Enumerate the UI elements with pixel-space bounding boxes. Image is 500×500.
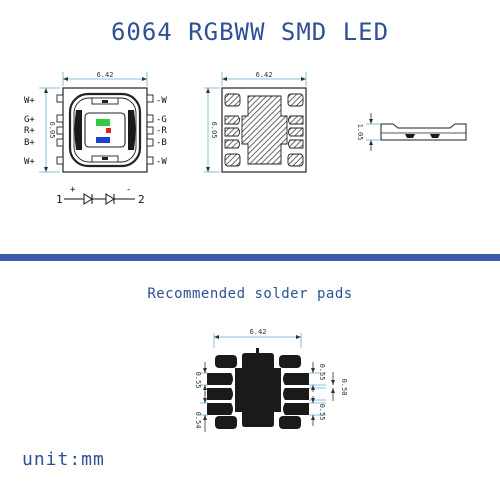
left-frame [74,110,82,150]
top-view-width-dimension: 6.42 [62,71,148,86]
bottom-view-right-pads [287,93,304,167]
pin-label-right-2: -G [156,115,167,125]
solder-left-dim-label: 0.55 [194,372,202,389]
solder-center-pad [235,348,281,427]
side-view: 1.05 [356,113,467,151]
bottom-view-width-label: 6.42 [256,71,273,79]
right-frame [128,110,136,150]
section-subtitle: Recommended solder pads [147,286,353,302]
bottom-view-height-dimension: 6.05 [204,87,220,173]
solder-right-pads [279,355,309,429]
solder-bottom-dimension: 0.54 [194,392,208,432]
solder-pad-layout: 6.42 0.55 [194,328,348,432]
bottom-view: 6.42 6.05 [204,71,307,173]
solder-left-dimension: 0.55 [194,362,208,396]
solder-right-pitch-label: 0.50 [340,379,348,396]
side-view-height-label: 1.05 [356,124,364,141]
polarity-plus: + [70,185,76,195]
solder-right-dimensions: 0.55 0.50 0.55 [309,362,348,426]
polarity-pin1: 1 [56,193,63,206]
green-chip [96,119,110,126]
pin-label-left-1: W+ [24,96,35,106]
top-view-pin-tabs [56,94,154,165]
unit-label: unit:mm [22,449,105,470]
top-view-width-label: 6.42 [97,71,114,79]
pin-label-left-4: B+ [24,138,35,148]
pin-label-left-3: R+ [24,126,35,136]
pin-label-right-1: -W [156,96,167,106]
top-view-left-pins: W+ G+ R+ B+ W+ [24,96,35,167]
top-view: 6.42 6.05 [24,71,167,173]
polarity-minus: - [126,185,131,195]
pin-label-left-5: W+ [24,157,35,167]
top-view-height-dimension: 6.05 [39,87,60,173]
pin-label-right-3: -R [156,126,167,136]
top-view-height-label: 6.05 [48,122,56,139]
solder-bottom-dim-label: 0.54 [194,412,202,429]
bottom-view-height-label: 6.05 [210,122,218,139]
solder-pad-width-label: 6.42 [250,328,267,336]
side-view-height-dimension: 1.05 [356,113,380,151]
red-chip [106,128,111,133]
pin-label-right-5: -W [156,157,167,167]
solder-left-pads [207,355,237,429]
side-view-body [380,123,467,141]
blue-chip [96,137,110,143]
bottom-view-width-dimension: 6.42 [221,71,307,86]
diode-icon [105,193,115,205]
solder-pad-width-dimension: 6.42 [213,328,302,348]
solder-right-dim-bottom-label: 0.55 [318,404,326,421]
page-title: 6064 RGBWW SMD LED [110,18,390,46]
polarity-pin2: 2 [138,193,145,206]
top-view-right-pins: -W -G -R -B -W [156,96,167,167]
polarity-symbol: 1 + - 2 [56,185,145,206]
diode-icon [83,193,93,205]
center-cup [84,112,126,148]
bottom-view-left-pads [224,93,241,167]
solder-right-dim-top-label: 0.55 [318,364,326,381]
section-divider [0,254,500,261]
pin-label-right-4: -B [156,138,167,148]
thermal-pad [241,95,288,165]
pin-label-left-2: G+ [24,115,35,125]
